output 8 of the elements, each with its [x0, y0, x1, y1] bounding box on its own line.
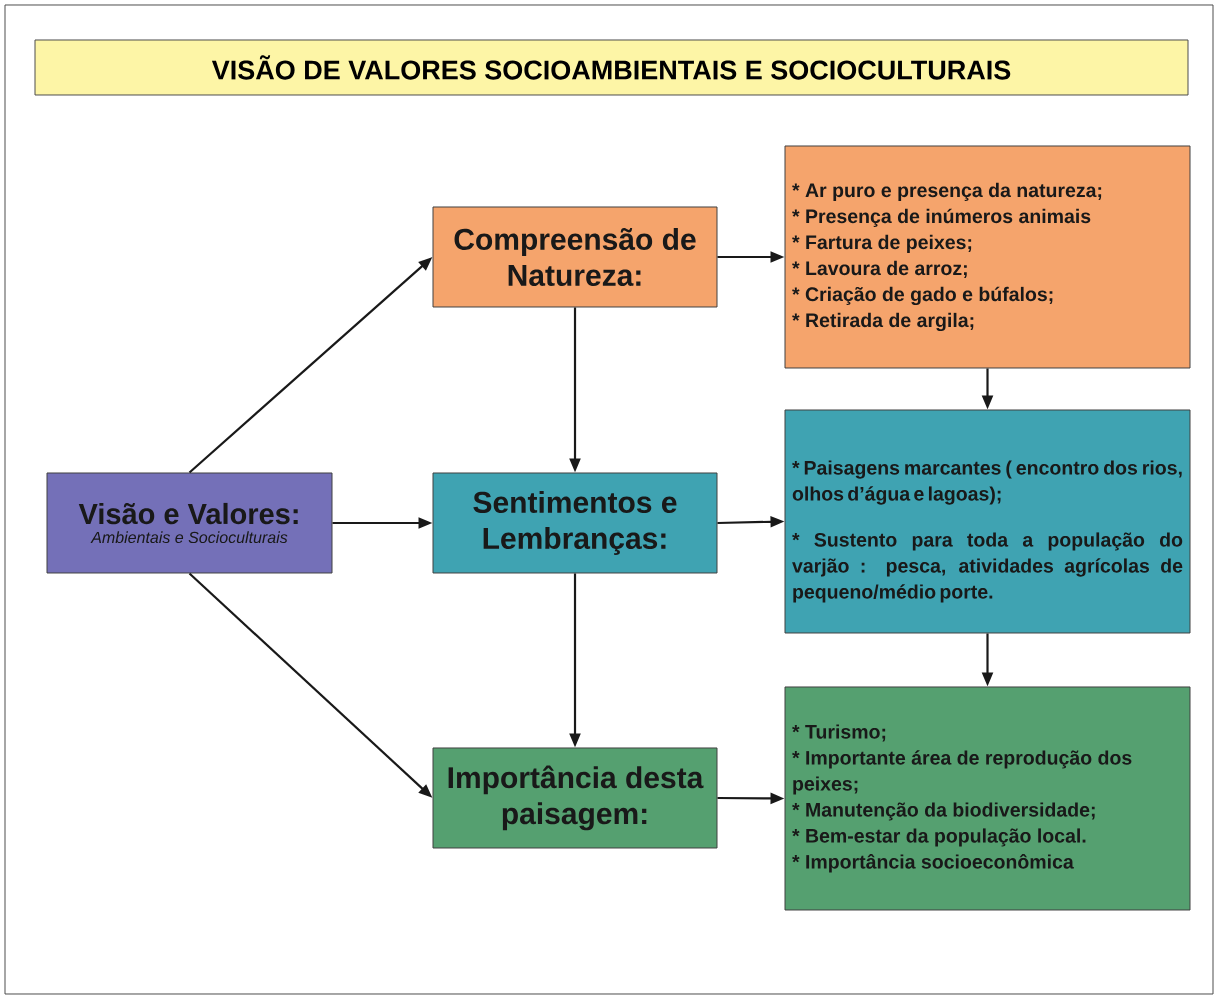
process-box: Importância desta paisagem: [432, 747, 718, 849]
note-box: * Turismo; * Importante área de reprodução dos peixes; * Manutenção da biodiversidade; * Bem-estar da população local. * Importância socioeconômica [784, 686, 1191, 911]
note-box: * Ar puro e presença da natureza; * Presença de inúmeros animais * Fartura de peixes; * Lavoura de arroz; * Criação de gado e búfalos; * Retirada de argila; [784, 145, 1191, 369]
start-box: Visão e Valores: Ambientais e Socioculturais [46, 472, 333, 574]
title-banner: VISÃO DE VALORES SOCIOAMBIENTAIS E SOCIOCULTURAIS [34, 39, 1189, 96]
note-box: * Paisagens marcantes ( encontro dos rios, olhos d’água e lagoas); * Sustento para toda a população do varjão : pesca, atividades agrícolas de pequeno/médio porte. [784, 409, 1191, 634]
process-box: Compreensão de Natureza: [432, 206, 718, 308]
process-box: Sentimentos e Lembranças: [432, 472, 718, 574]
